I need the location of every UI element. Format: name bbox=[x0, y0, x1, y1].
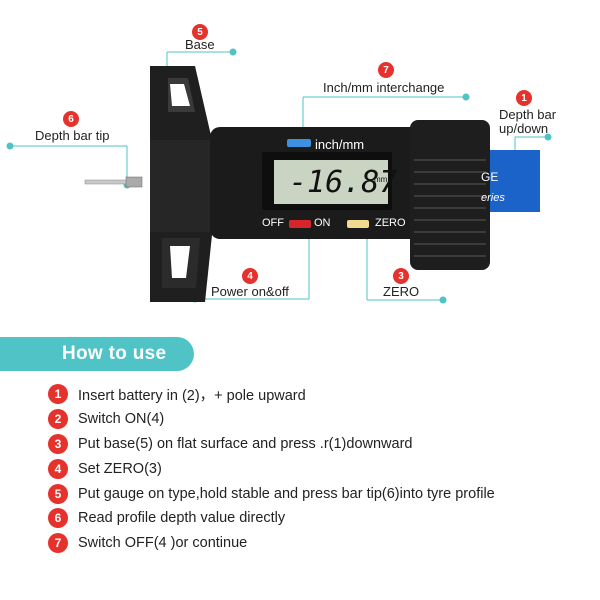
callout-badge-zero: 3 bbox=[393, 268, 409, 284]
step-number-badge: 4 bbox=[48, 458, 68, 479]
step-text: Put gauge on type,hold stable and press … bbox=[78, 485, 495, 502]
on-label: ON bbox=[314, 217, 331, 229]
power-button bbox=[289, 220, 311, 228]
callout-badge-base: 5 bbox=[192, 24, 208, 40]
list-item: 4 Set ZERO(3) bbox=[48, 456, 588, 481]
unit-toggle-button bbox=[287, 139, 311, 147]
list-item: 6 Read profile depth value directly bbox=[48, 506, 588, 531]
step-number-badge: 5 bbox=[48, 483, 68, 504]
callout-label-depth-bar-line2: up/down bbox=[499, 121, 549, 136]
callout-badge-power: 4 bbox=[242, 268, 258, 284]
off-label: OFF bbox=[262, 217, 284, 229]
steps-list: 1 Insert battery in (2)，+ pole upward 2 … bbox=[48, 382, 588, 556]
gauge-base bbox=[150, 66, 212, 302]
callout-label-zero: ZERO bbox=[383, 284, 420, 299]
lcd-unit: mm bbox=[374, 175, 388, 184]
depth-bar-probe bbox=[84, 176, 143, 188]
step-text: Switch ON(4) bbox=[78, 411, 165, 428]
list-item: 5 Put gauge on type,hold stable and pres… bbox=[48, 481, 588, 506]
how-to-use-banner: How to use bbox=[0, 337, 194, 371]
step-text: Set ZERO(3) bbox=[78, 460, 162, 477]
sleeve-text-1: GE bbox=[481, 170, 499, 184]
product-figure: inch/mm -16.87 mm OFF ON ZERO GE eries 5… bbox=[6, 24, 557, 304]
unit-button-label: inch/mm bbox=[315, 137, 365, 152]
tread-depth-gauge-illustration bbox=[6, 48, 552, 304]
step-number-badge: 7 bbox=[48, 533, 68, 554]
list-item: 7 Switch OFF(4 )or continue bbox=[48, 531, 588, 556]
zero-button bbox=[347, 220, 369, 228]
step-text: Switch OFF(4 )or continue bbox=[78, 535, 248, 552]
step-number-badge: 6 bbox=[48, 508, 68, 529]
lcd-reading: -16.87 bbox=[289, 165, 398, 200]
callout-label-depth-tip: Depth bar tip bbox=[35, 128, 110, 143]
step-number-badge: 2 bbox=[48, 409, 68, 430]
step-number-badge: 1 bbox=[48, 384, 68, 405]
list-item: 1 Insert battery in (2)，+ pole upward bbox=[48, 382, 588, 407]
zero-label: ZERO bbox=[375, 217, 406, 229]
callout-badge-interchange: 7 bbox=[378, 62, 394, 78]
gauge-body bbox=[210, 120, 490, 270]
callout-label-base: Base bbox=[185, 37, 215, 52]
how-to-use-title: How to use bbox=[62, 343, 167, 364]
callout-badge-depth-tip: 6 bbox=[63, 111, 79, 127]
list-item: 3 Put base(5) on flat surface and press … bbox=[48, 432, 588, 457]
step-text: Put base(5) on flat surface and press .r… bbox=[78, 435, 413, 452]
step-text: Insert battery in (2)，+ pole upward bbox=[78, 387, 306, 404]
sleeve-text-2: eries bbox=[481, 192, 505, 204]
list-item: 2 Switch ON(4) bbox=[48, 407, 588, 432]
callout-label-interchange: Inch/mm interchange bbox=[323, 80, 445, 95]
step-text: Read profile depth value directly bbox=[78, 510, 286, 527]
step-number-badge: 3 bbox=[48, 433, 68, 454]
callout-label-power: Power on&off bbox=[211, 284, 289, 299]
callout-label-depth-bar-line1: Depth bar bbox=[499, 107, 557, 122]
callout-badge-depth-bar: 1 bbox=[516, 90, 532, 106]
